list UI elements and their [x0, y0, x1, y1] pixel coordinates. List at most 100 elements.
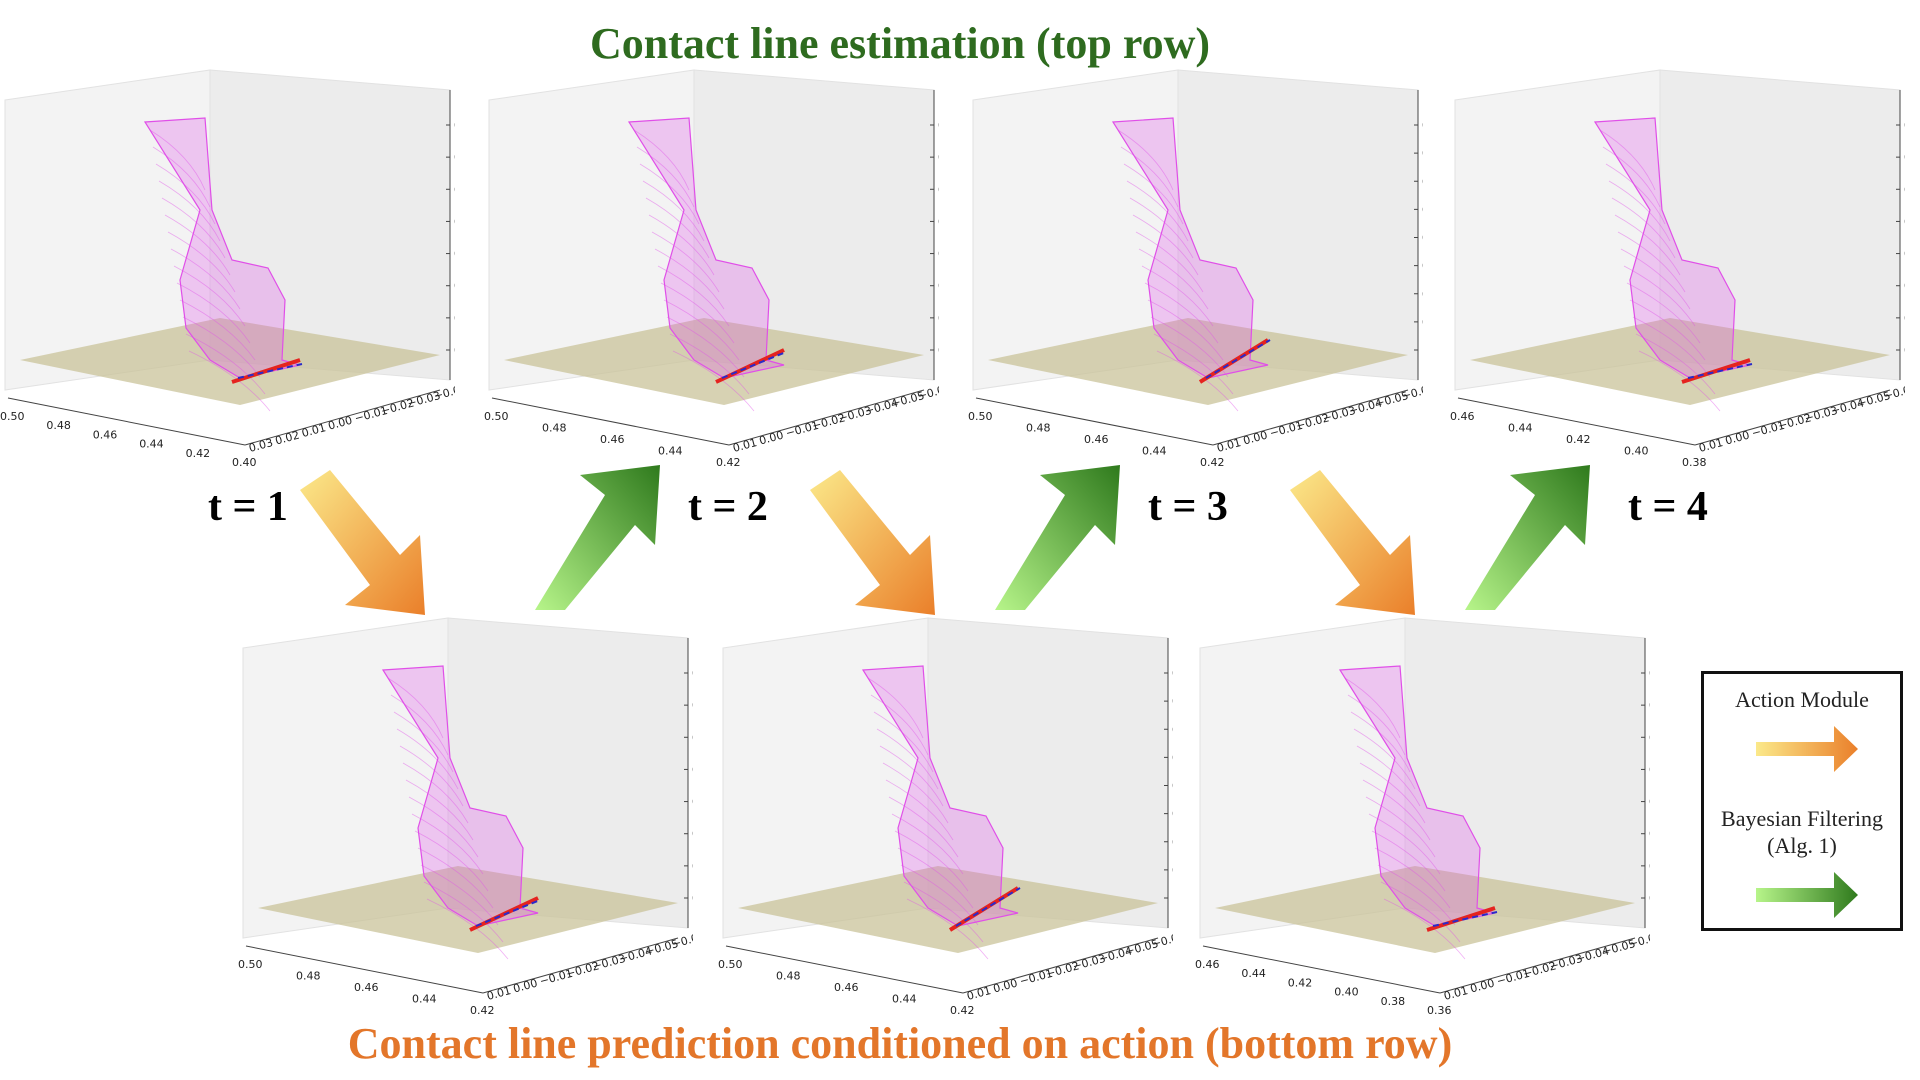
z-tick-label: 0.125: [1172, 723, 1173, 736]
filter-arrow-1: [535, 465, 660, 610]
legend-action-label: Action Module: [1735, 687, 1869, 712]
z-tick-label: 0.150: [454, 151, 455, 164]
x-tick-label: 0.38: [1682, 456, 1707, 469]
x-tick-label: 0.36: [1427, 1004, 1452, 1017]
y-tick-label: 0.01: [1442, 984, 1469, 1003]
x-tick-label: 0.50: [718, 958, 743, 971]
x-tick-label: 0.42: [1566, 433, 1591, 446]
contact-line-predicted: [955, 887, 1021, 927]
y-tick-label: 0.00: [758, 429, 785, 448]
x-tick-label: 0.42: [1200, 456, 1225, 469]
x-tick-label: 0.46: [1450, 410, 1475, 423]
y-tick-label: −0.04: [432, 382, 455, 403]
timestep-label-4: t = 4: [1628, 484, 1708, 530]
plot-bottom-3: 0.1750.1500.1250.1000.0750.0500.0250.000…: [1195, 608, 1681, 1032]
z-tick-label: 0.150: [1904, 151, 1905, 164]
contact-line-predicted: [237, 363, 303, 379]
ground-plane: [1470, 318, 1890, 405]
x-tick-label: 0.44: [892, 993, 917, 1006]
plot-canvas-bottom-3: 0.1750.1500.1250.1000.0750.0500.0250.000…: [1195, 617, 1681, 1017]
z-tick-label: 0.125: [454, 183, 455, 196]
y-tick-label: 0.00: [327, 414, 354, 433]
z-tick-label: 0.100: [1649, 763, 1650, 776]
y-tick-label: 0.01: [485, 984, 512, 1003]
x-tick-label: 0.50: [484, 410, 509, 423]
x-tick-label: 0.44: [139, 438, 164, 451]
x-tick-label: 0.50: [968, 410, 993, 423]
x-tick-label: 0.42: [716, 456, 741, 469]
z-tick-label: 0.075: [1422, 232, 1423, 245]
z-tick-label: −0.025: [1422, 344, 1423, 357]
z-tick-label: 0.050: [1172, 808, 1173, 821]
z-tick-label: 0.000: [938, 344, 939, 357]
plot-canvas-top-2: 0.1750.1500.1250.1000.0750.0500.0250.000…: [484, 69, 970, 469]
legend-filter-label-2: (Alg. 1): [1767, 833, 1837, 858]
plot-top-1: 0.1750.1500.1250.1000.0750.0500.0250.000…: [0, 60, 486, 484]
z-tick-label: 0.000: [692, 892, 693, 905]
z-tick-label: 0.025: [1172, 836, 1173, 849]
y-tick-label: 0.03: [247, 436, 274, 455]
z-tick-label: 0.075: [454, 248, 455, 261]
plot-canvas-bottom-1: 0.1750.1500.1250.1000.0750.0500.0250.000…: [238, 617, 724, 1017]
z-tick-label: 0.150: [692, 699, 693, 712]
z-tick-label: 0.075: [1904, 248, 1905, 261]
z-tick-label: 0.175: [1422, 119, 1423, 132]
filter-arrow-3: [1465, 465, 1590, 610]
timestep-label-2: t = 2: [688, 484, 768, 530]
z-tick-label: 0.150: [1422, 147, 1423, 160]
z-tick-label: 0.050: [1904, 280, 1905, 293]
y-tick-label: −0.06: [1150, 930, 1173, 951]
x-tick-label: 0.46: [1084, 433, 1109, 446]
z-tick-label: 0.150: [1649, 699, 1650, 712]
x-tick-label: 0.42: [186, 447, 211, 460]
y-tick-label: −0.06: [1400, 382, 1423, 403]
ground-plane: [504, 318, 924, 405]
z-tick-label: 0.025: [1904, 312, 1905, 325]
x-tick-label: 0.46: [834, 981, 859, 994]
contact-line-predicted: [1432, 911, 1498, 927]
plot-bottom-1: 0.1750.1500.1250.1000.0750.0500.0250.000…: [238, 608, 724, 1032]
z-tick-label: 0.175: [454, 119, 455, 132]
z-tick-label: 0.025: [454, 312, 455, 325]
z-tick-label: 0.025: [692, 860, 693, 873]
contact-line-predicted: [1687, 363, 1753, 379]
x-tick-label: 0.42: [470, 1004, 495, 1017]
ground-plane: [258, 866, 678, 953]
z-tick-label: 0.100: [1172, 751, 1173, 764]
z-tick-label: 0.025: [1422, 288, 1423, 301]
x-tick-label: 0.44: [1142, 445, 1167, 458]
z-tick-label: 0.125: [1904, 183, 1905, 196]
contact-line-predicted: [1205, 339, 1271, 379]
z-tick-label: 0.125: [1649, 731, 1650, 744]
z-tick-label: 0.150: [1172, 695, 1173, 708]
z-tick-label: 0.075: [692, 796, 693, 809]
z-tick-label: 0.175: [1649, 667, 1650, 680]
x-tick-label: 0.48: [542, 422, 567, 435]
y-tick-label: 0.01: [300, 421, 327, 440]
z-tick-label: 0.050: [1422, 260, 1423, 273]
y-tick-label: 0.00: [1242, 429, 1269, 448]
ground-plane: [738, 866, 1158, 953]
x-tick-label: 0.48: [46, 419, 71, 432]
action-arrow-3: [1290, 470, 1415, 615]
action-arrow-1: [300, 470, 425, 615]
z-tick-label: 0.050: [454, 280, 455, 293]
contact-line-estimate: [1426, 906, 1496, 932]
ground-plane: [20, 318, 440, 405]
plot-canvas-top-1: 0.1750.1500.1250.1000.0750.0500.0250.000…: [0, 69, 486, 469]
z-tick-label: 0.175: [938, 119, 939, 132]
plot-canvas-top-4: 0.1750.1500.1250.1000.0750.0500.0250.000…: [1450, 69, 1920, 469]
z-tick-label: 0.000: [1649, 892, 1650, 905]
z-tick-label: 0.050: [1649, 828, 1650, 841]
legend-action-arrow: [1756, 726, 1858, 772]
timestep-label-3: t = 3: [1148, 484, 1228, 530]
ground-plane: [988, 318, 1408, 405]
bottom-row-title: Contact line prediction conditioned on a…: [347, 1019, 1453, 1068]
z-tick-label: 0.025: [938, 312, 939, 325]
x-tick-label: 0.44: [1241, 967, 1266, 980]
y-tick-label: −0.06: [916, 382, 939, 403]
y-tick-label: 0.00: [512, 977, 539, 996]
x-tick-label: 0.44: [658, 445, 683, 458]
z-tick-label: 0.100: [1904, 215, 1905, 228]
z-tick-label: 0.025: [1649, 860, 1650, 873]
